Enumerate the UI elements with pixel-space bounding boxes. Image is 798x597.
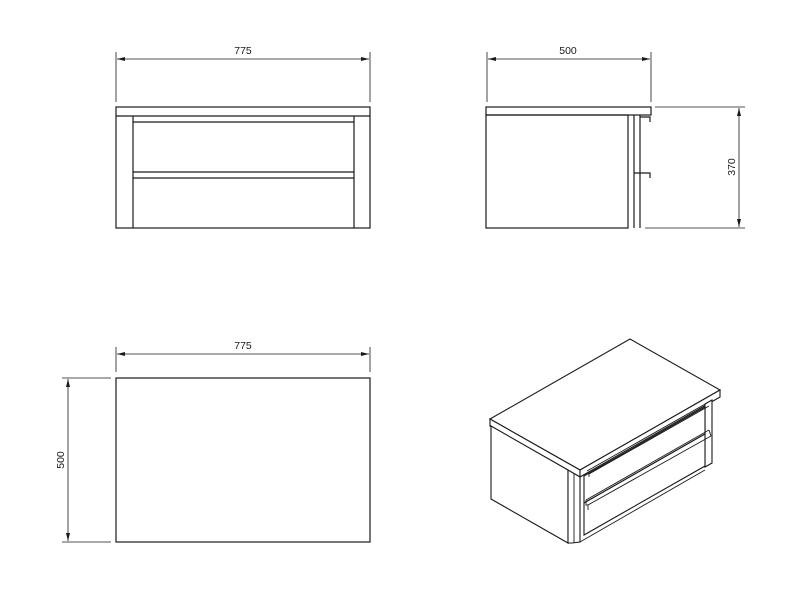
front-width-label: 775 (234, 45, 252, 57)
side-height-label: 370 (726, 158, 738, 176)
top-cabinet-outline (115, 377, 371, 543)
top-depth-dimension (62, 377, 111, 543)
isometric-view (488, 338, 722, 544)
side-cabinet-outline (485, 106, 652, 229)
side-depth-dimension (486, 52, 652, 102)
side-height-dimension (645, 106, 745, 229)
top-view (62, 347, 371, 543)
top-width-label: 775 (234, 340, 252, 352)
side-view (485, 52, 745, 229)
top-width-dimension (115, 347, 371, 372)
front-view (115, 52, 371, 229)
top-depth-label: 500 (55, 451, 67, 469)
side-depth-label: 500 (559, 45, 577, 57)
front-cabinet-outline (115, 106, 371, 229)
front-width-dimension (115, 52, 371, 102)
